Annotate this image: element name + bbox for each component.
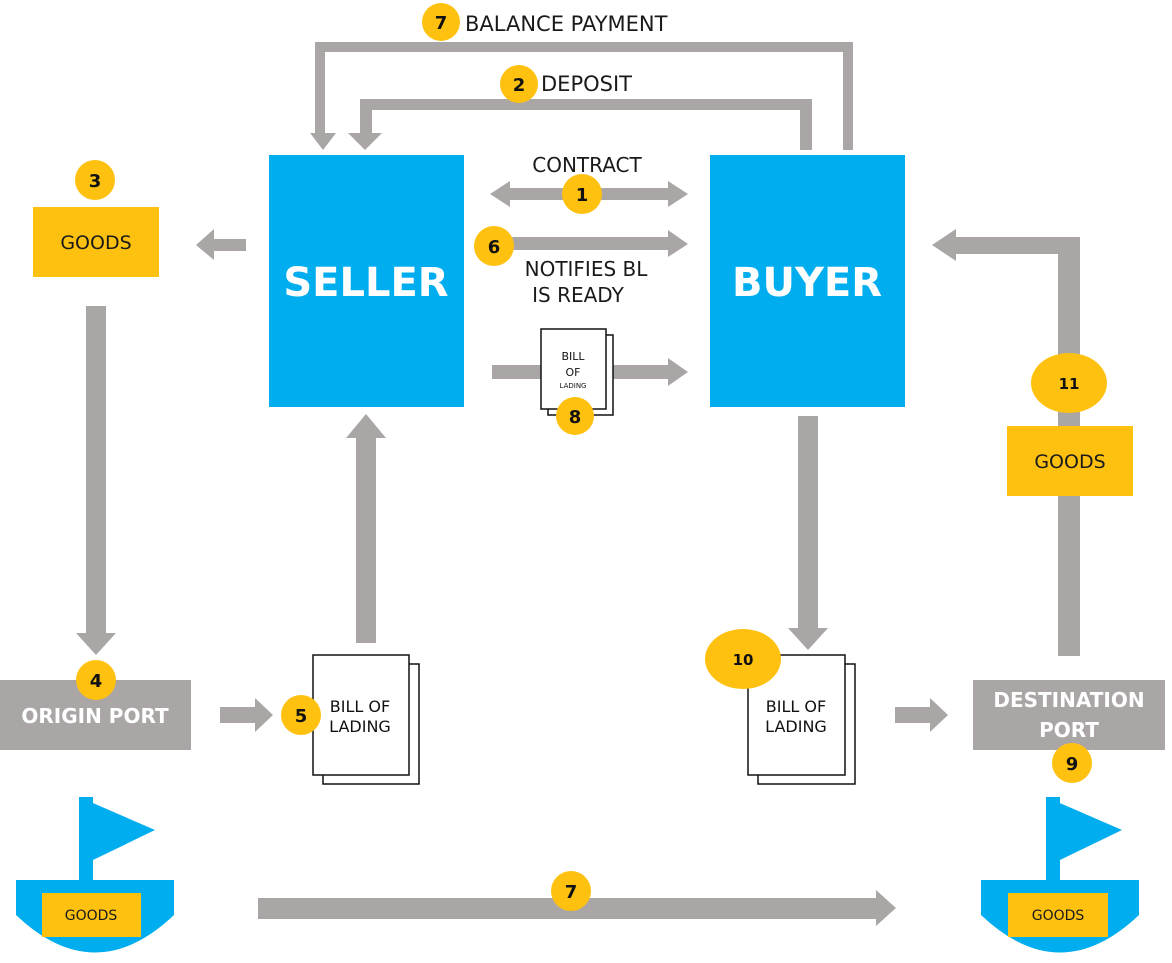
- bill-of-lading-origin: BILL OF LADING: [312, 654, 420, 785]
- destination-port-box: [973, 680, 1165, 750]
- origin-bl-line1: BILL OF: [330, 697, 390, 716]
- dest-bl-line2: LADING: [765, 717, 827, 736]
- small-bl-line1: BILL: [561, 350, 585, 363]
- notifies-label-line2: IS READY: [532, 283, 624, 307]
- seller-box: [269, 155, 464, 407]
- seller-label: SELLER: [283, 260, 448, 306]
- step-number-contract: 1: [576, 185, 589, 206]
- origin-boat: GOODS: [16, 797, 174, 953]
- step-number-destination-port: 9: [1066, 754, 1079, 775]
- small-bl-line3: LADING: [560, 382, 587, 390]
- step-number-deposit: 2: [513, 75, 526, 96]
- port-to-bl-arrow: [220, 698, 273, 732]
- step-badge-contract: [562, 174, 602, 214]
- step-number-goods-origin: 3: [89, 171, 102, 192]
- bill-of-lading-destination: BILL OF LADING: [747, 654, 856, 785]
- buyer-box: [710, 155, 905, 407]
- destination-port-label-line1: DESTINATION: [993, 688, 1144, 712]
- deposit-label: DEPOSIT: [541, 72, 632, 96]
- step-badge-goods-origin: [75, 160, 115, 200]
- destination-boat-goods-label: GOODS: [1032, 908, 1085, 924]
- buyer-label: BUYER: [732, 260, 882, 306]
- step-number-origin-port: 4: [90, 671, 103, 692]
- step-badge-goods-destination: [1031, 353, 1107, 413]
- step-badge-balance-payment: [422, 3, 460, 41]
- destination-boat: GOODS: [981, 797, 1139, 953]
- goods-origin-label: GOODS: [60, 232, 131, 254]
- origin-boat-flag: [79, 797, 155, 860]
- contract-label: CONTRACT: [532, 153, 642, 177]
- bl-to-port-arrow: [895, 698, 948, 732]
- step-number-shipping: 7: [565, 882, 578, 903]
- origin-boat-goods-box: [42, 893, 141, 937]
- step-number-notifies: 6: [488, 237, 501, 258]
- step-badge-shipping: [551, 871, 591, 911]
- goods-to-port-arrow: [76, 306, 116, 655]
- destination-boat-goods-box: [1008, 893, 1108, 937]
- step-badge-bl-sent: [556, 397, 594, 435]
- dest-bl-line1: BILL OF: [766, 697, 826, 716]
- step-number-bl-sent: 8: [569, 407, 582, 428]
- step-number-dest-bl: 10: [733, 651, 754, 669]
- bl-to-seller-arrow: [346, 414, 386, 643]
- goods-destination-label: GOODS: [1034, 451, 1105, 473]
- step-badge-dest-bl: [705, 629, 781, 689]
- destination-boat-flag: [1046, 797, 1122, 860]
- arrows: [76, 42, 1080, 926]
- step-badge-origin-port: [76, 660, 116, 700]
- origin-port-label: ORIGIN PORT: [21, 704, 169, 728]
- origin-boat-goods-label: GOODS: [65, 908, 118, 924]
- step-badge-origin-bl: [281, 695, 321, 735]
- step-number-goods-destination: 11: [1059, 375, 1080, 393]
- port-to-buyer-arrow: [932, 229, 1080, 656]
- step-badge-notifies: [474, 226, 514, 266]
- notifies-arrow: [492, 230, 688, 257]
- small-bl-line2: OF: [566, 366, 581, 379]
- goods-destination-box: [1007, 426, 1133, 496]
- step-badge-destination-port: [1052, 743, 1092, 783]
- goods-origin-box: [33, 207, 159, 277]
- seller-to-goods-arrow: [196, 229, 246, 260]
- step-number-balance-payment: 7: [435, 13, 448, 34]
- notifies-label-line1: NOTIFIES BL: [525, 257, 649, 281]
- buyer-to-bl-arrow: [788, 416, 828, 650]
- destination-port-label-line2: PORT: [1039, 718, 1099, 742]
- origin-bl-line2: LADING: [329, 717, 391, 736]
- deposit-arrow: [348, 99, 812, 150]
- balance-payment-label: BALANCE PAYMENT: [465, 12, 668, 36]
- step-badges: 7 2 3 1 6 8 11 4 5 10 9 7: [75, 3, 1107, 911]
- step-number-origin-bl: 5: [295, 706, 308, 727]
- step-badge-deposit: [500, 65, 538, 103]
- balance-payment-arrow: [310, 42, 853, 150]
